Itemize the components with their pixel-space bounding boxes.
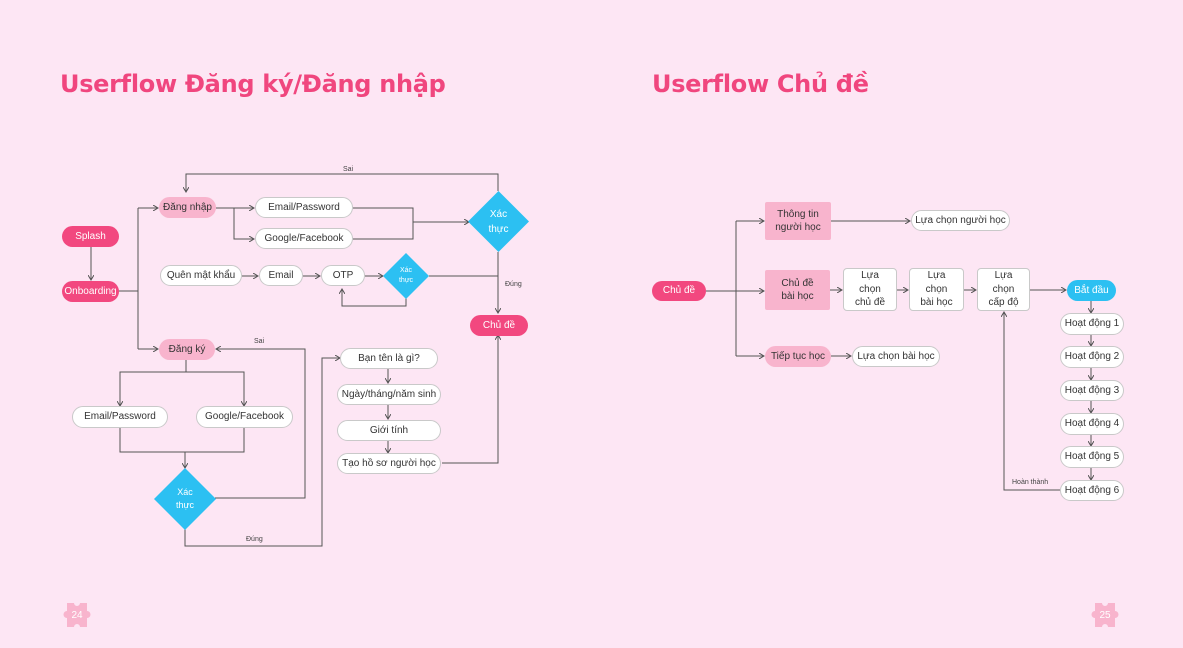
right-page-number: 25 — [1099, 609, 1111, 621]
hoat-dong-1-node: Hoạt động 1 — [1060, 313, 1124, 335]
left-page-number-badge: 24 — [60, 600, 94, 630]
dang-ky-node: Đăng ký — [159, 339, 215, 360]
forgot-email-node: Email — [259, 265, 303, 286]
label-sai-top: Sai — [343, 166, 354, 173]
thong-tin-nguoi-hoc-node: Thông tin người học — [765, 202, 831, 240]
lua-chon-chu-de-node: Lựa chọn chủ đề — [843, 268, 897, 311]
onboarding-node: Onboarding — [62, 281, 119, 302]
login-google-facebook-node: Google/Facebook — [255, 228, 353, 249]
ban-ten-la-gi-node: Bạn tên là gì? — [340, 348, 438, 369]
right-page-title: Userflow Chủ đề — [652, 70, 869, 98]
chu-de-bai-hoc-node: Chủ đề bài học — [765, 270, 830, 310]
left-page-title: Userflow Đăng ký/Đăng nhập — [60, 70, 446, 98]
lua-chon-nguoi-hoc-node: Lựa chọn người học — [911, 210, 1010, 231]
login-verify-diamond: Xác thực — [468, 191, 529, 252]
splash-node: Splash — [62, 226, 119, 247]
bat-dau-node: Bắt đầu — [1067, 280, 1116, 301]
otp-node: OTP — [321, 265, 365, 286]
chu-de-start-node: Chủ đề — [652, 281, 706, 301]
register-verify-diamond: Xác thực — [154, 468, 216, 530]
hoat-dong-6-node: Hoạt động 6 — [1060, 480, 1124, 501]
hoat-dong-3-node: Hoạt động 3 — [1060, 380, 1124, 401]
tao-ho-so-node: Tạo hồ sơ người học — [337, 453, 441, 474]
otp-verify-label: Xác thực — [398, 266, 414, 285]
register-verify-label: Xác thực — [175, 486, 195, 511]
chu-de-target-node: Chủ đề — [470, 315, 528, 336]
label-dung-right: Đúng — [505, 281, 522, 288]
hoat-dong-4-node: Hoạt động 4 — [1060, 413, 1124, 435]
otp-verify-diamond: Xác thực — [383, 253, 429, 299]
label-hoan-thanh: Hoàn thành — [1012, 479, 1049, 486]
tiep-tuc-hoc-node: Tiếp tục học — [765, 346, 831, 367]
hoat-dong-2-node: Hoạt động 2 — [1060, 346, 1124, 368]
label-dung-bottom: Đúng — [246, 536, 263, 543]
lua-chon-cap-do-node: Lựa chọn cấp độ — [977, 268, 1030, 311]
label-sai-register: Sai — [254, 338, 265, 345]
login-email-password-node: Email/Password — [255, 197, 353, 218]
lua-chon-bai-hoc-box-node: Lựa chọn bài học — [909, 268, 964, 311]
dang-nhap-node: Đăng nhập — [159, 197, 216, 218]
left-page-number: 24 — [71, 609, 83, 621]
register-google-facebook-node: Google/Facebook — [196, 406, 293, 428]
right-page-number-badge: 25 — [1088, 600, 1122, 630]
login-verify-label: Xác thực — [488, 208, 509, 235]
lua-chon-bai-hoc-node: Lựa chọn bài học — [852, 346, 940, 367]
ngay-thang-nam-sinh-node: Ngày/tháng/năm sinh — [337, 384, 441, 405]
hoat-dong-5-node: Hoạt động 5 — [1060, 446, 1124, 468]
gioi-tinh-node: Giới tính — [337, 420, 441, 441]
forgot-password-node: Quên mật khẩu — [160, 265, 242, 286]
register-email-password-node: Email/Password — [72, 406, 168, 428]
